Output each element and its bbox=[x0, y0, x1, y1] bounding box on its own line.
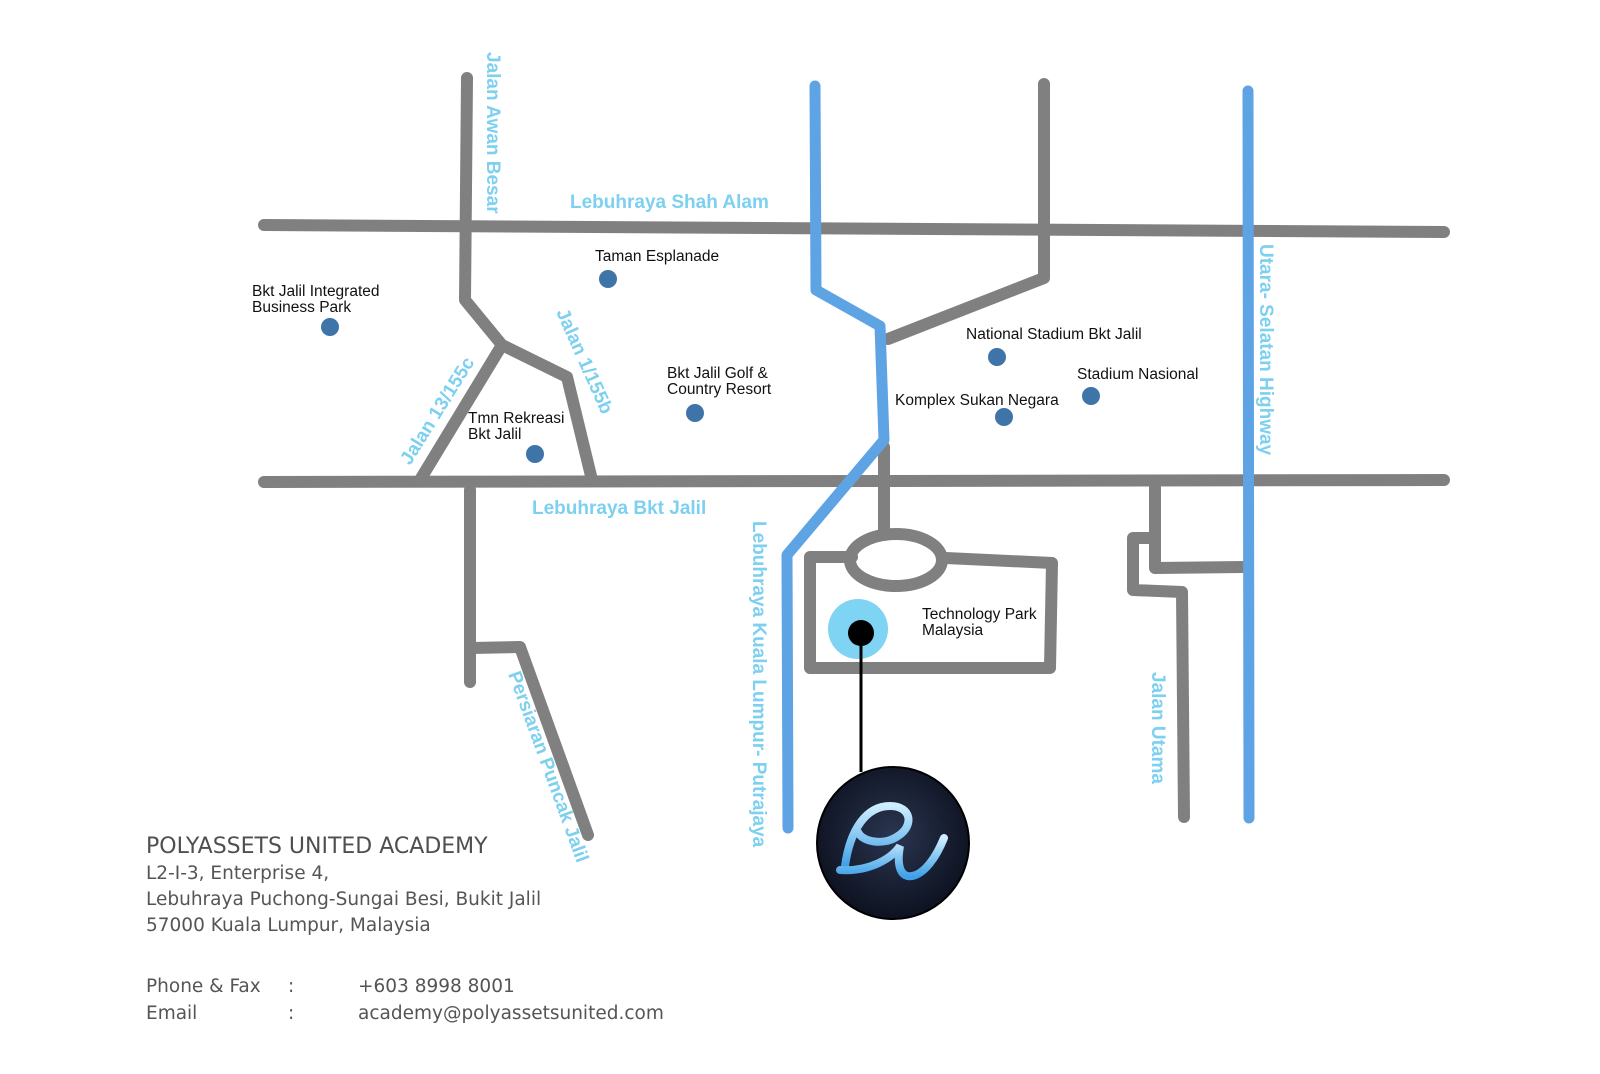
label-business-park-2: Business Park bbox=[252, 299, 351, 316]
email-value: academy@polyassetsunited.com bbox=[358, 1003, 664, 1024]
jalan-1-155b-road bbox=[496, 339, 598, 486]
label-tmn-rekreasi-1: Tmn Rekreasi bbox=[468, 410, 564, 427]
poi-dot-taman-esplanade bbox=[599, 270, 617, 288]
jalan-awan-besar-road bbox=[459, 72, 508, 351]
location-pin-dot bbox=[848, 620, 874, 646]
lebuhraya-shah-alam-road bbox=[258, 219, 1450, 238]
phone-label: Phone & Fax bbox=[146, 976, 261, 997]
label-taman-esplanade: Taman Esplanade bbox=[595, 248, 719, 265]
organization-name: POLYASSETS UNITED ACADEMY bbox=[146, 834, 488, 859]
persiaran-puncak-jalil-road-2 bbox=[466, 641, 594, 841]
contact-block: Phone & Fax : +603 8998 8001 Email : aca… bbox=[146, 976, 706, 1030]
label-business-park-1: Bkt Jalil Integrated bbox=[252, 283, 380, 300]
label-jalan-1-155b: Jalan 1/155b bbox=[551, 305, 616, 417]
poi-dot-national-stadium bbox=[988, 348, 1006, 366]
utara-selatan-highway bbox=[1242, 85, 1255, 824]
label-golf-resort-1: Bkt Jalil Golf & bbox=[667, 365, 768, 382]
label-technology-park-2: Malaysia bbox=[922, 622, 984, 639]
poi-dot-komplex-sukan bbox=[995, 408, 1013, 426]
label-utara-selatan-highway: Utara- Selatan Highway bbox=[1255, 244, 1276, 456]
poi-dot-golf-resort bbox=[686, 404, 704, 422]
label-golf-resort-2: Country Resort bbox=[667, 381, 772, 398]
label-lebuhraya-bkt-jalil: Lebuhraya Bkt Jalil bbox=[532, 498, 706, 519]
label-lebuhraya-shah-alam: Lebuhraya Shah Alam bbox=[570, 192, 769, 213]
roads bbox=[258, 72, 1450, 841]
phone-row: Phone & Fax : +603 8998 8001 bbox=[146, 976, 706, 1003]
roundabout bbox=[844, 528, 948, 592]
poi-dot-stadium-nasional bbox=[1082, 387, 1100, 405]
email-row: Email : academy@polyassetsunited.com bbox=[146, 1003, 706, 1030]
email-separator: : bbox=[288, 1003, 295, 1024]
jalan-utama-road-2 bbox=[1127, 532, 1190, 823]
jalan-utama-road bbox=[1149, 482, 1250, 574]
address-line-1: L2-I-3, Enterprise 4, bbox=[146, 863, 330, 884]
address-line-3: 57000 Kuala Lumpur, Malaysia bbox=[146, 915, 431, 936]
phone-value: +603 8998 8001 bbox=[358, 976, 515, 997]
pu-logo-icon: PU bbox=[816, 766, 970, 981]
label-tmn-rekreasi-2: Bkt Jalil bbox=[468, 426, 521, 443]
phone-separator: : bbox=[288, 976, 295, 997]
address-block: POLYASSETS UNITED ACADEMY L2-I-3, Enterp… bbox=[146, 834, 541, 939]
place-labels: Taman Esplanade Bkt Jalil Integrated Bus… bbox=[252, 248, 1198, 639]
email-label: Email bbox=[146, 1003, 198, 1024]
lebuhraya-kl-putrajaya-highway bbox=[781, 80, 890, 834]
label-lebuhraya-kl-putrajaya: Lebuhraya Kuala Lumpur- Putrajaya bbox=[748, 521, 769, 848]
poi-dot-tmn-rekreasi bbox=[526, 445, 544, 463]
highways bbox=[781, 80, 1255, 834]
label-jalan-awan-besar: Jalan Awan Besar bbox=[482, 52, 503, 214]
label-stadium-nasional: Stadium Nasional bbox=[1077, 366, 1198, 383]
label-technology-park-1: Technology Park bbox=[922, 606, 1037, 623]
address-line-2: Lebuhraya Puchong-Sungai Besi, Bukit Jal… bbox=[146, 889, 542, 910]
pu-logo-text: PU bbox=[892, 979, 894, 981]
technology-park-boundary bbox=[804, 551, 1058, 674]
label-national-stadium: National Stadium Bkt Jalil bbox=[966, 326, 1142, 343]
academy-location-marker bbox=[828, 599, 888, 772]
poi-dot-business-park bbox=[321, 318, 339, 336]
poi-dots bbox=[321, 270, 1100, 463]
label-jalan-utama: Jalan Utama bbox=[1147, 672, 1168, 784]
jalan-13-155c-road bbox=[414, 339, 508, 486]
stadium-link-road bbox=[882, 78, 1050, 345]
label-komplex-sukan: Komplex Sukan Negara bbox=[895, 392, 1059, 409]
